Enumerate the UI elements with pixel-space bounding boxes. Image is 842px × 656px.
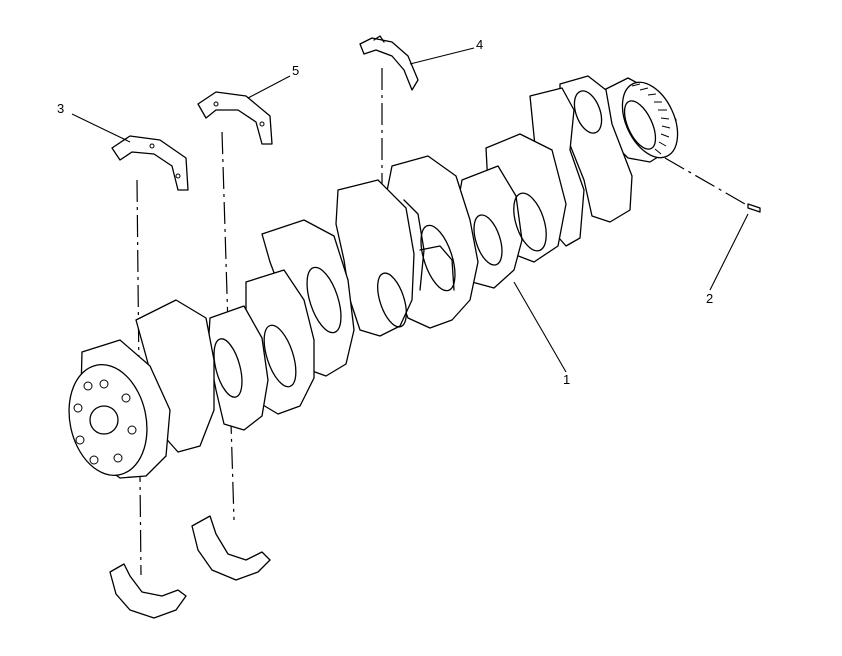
main-bearing-upper-5	[197, 91, 273, 145]
dowel-pin	[747, 203, 761, 213]
crankshaft-flange	[68, 339, 171, 479]
callout-number-4: 4	[476, 37, 484, 52]
main-bearing-lower-5	[191, 515, 271, 581]
main-bearing-lower-3	[109, 563, 187, 619]
callout-number-5: 5	[292, 63, 300, 78]
crankshaft	[68, 75, 679, 479]
main-bearing-upper-3	[111, 135, 189, 191]
callout-number-2: 2	[706, 291, 714, 306]
thrust-washer-4	[359, 35, 419, 91]
callout-leaders	[71, 47, 749, 373]
callout-number-3: 3	[57, 101, 65, 116]
callout-number-1: 1	[563, 372, 571, 387]
